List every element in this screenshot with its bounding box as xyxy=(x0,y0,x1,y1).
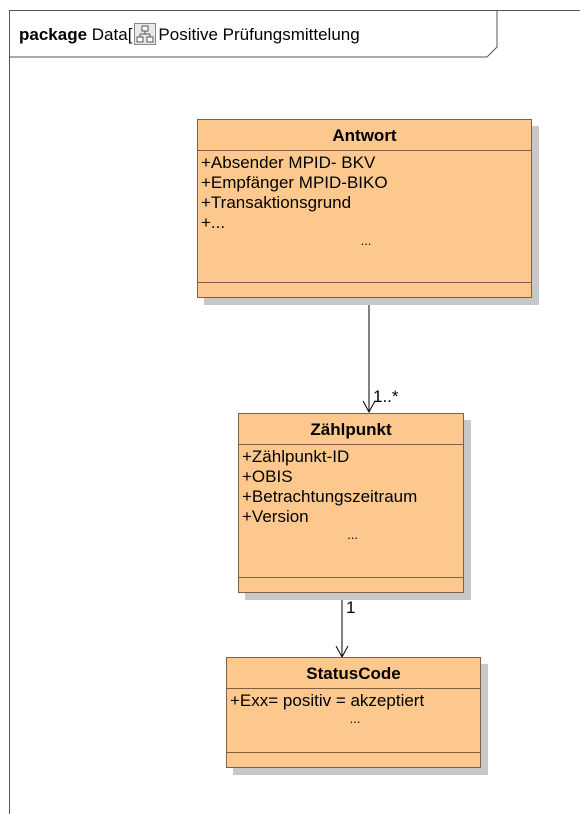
attribute: +Absender MPID- BKV xyxy=(201,153,376,172)
package-title: package Data[ Positive Prüfungsmittelung xyxy=(19,23,360,45)
class-zaehlpunkt[interactable]: Zählpunkt +Zählpunkt-ID +OBIS +Betrachtu… xyxy=(238,413,464,593)
attribute: +Empfänger MPID-BIKO xyxy=(201,173,388,192)
operation-compartment xyxy=(198,282,531,297)
attribute: +Transaktionsgrund xyxy=(201,193,352,212)
attribute-compartment: +Exx= positiv = akzeptiert ... xyxy=(227,689,480,727)
class-statuscode[interactable]: StatusCode +Exx= positiv = akzeptiert ..… xyxy=(226,657,481,768)
package-frame-top-border xyxy=(9,10,580,11)
class-name: StatusCode xyxy=(227,658,480,689)
package-name: Positive Prüfungsmittelung xyxy=(158,25,360,44)
class-diagram-icon xyxy=(134,23,157,45)
attribute: +Exx= positiv = akzeptiert xyxy=(230,691,425,710)
attribute-compartment: +Zählpunkt-ID +OBIS +Betrachtungszeitrau… xyxy=(239,445,463,543)
operation-compartment xyxy=(227,752,480,767)
more-attributes-ellipsis: ... xyxy=(347,527,358,542)
association-antwort-zaehlpunkt xyxy=(362,297,376,414)
class-antwort[interactable]: Antwort +Absender MPID- BKV +Empfänger M… xyxy=(197,119,532,298)
attribute: +Version xyxy=(242,507,309,526)
package-tab-outline xyxy=(9,10,498,58)
attribute: +Betrachtungszeitraum xyxy=(242,487,418,506)
package-frame-left-border xyxy=(9,10,10,814)
attribute-compartment: +Absender MPID- BKV +Empfänger MPID-BIKO… xyxy=(198,151,531,249)
package-name-prefix: Data[ xyxy=(91,25,133,44)
multiplicity-label: 1 xyxy=(346,598,356,617)
attribute: +OBIS xyxy=(242,467,293,486)
more-attributes-ellipsis: ... xyxy=(349,711,361,726)
class-name: Antwort xyxy=(198,120,531,151)
attribute: +Zählpunkt-ID xyxy=(242,447,350,466)
package-keyword: package xyxy=(19,25,88,44)
operation-compartment xyxy=(239,577,463,592)
attribute: +... xyxy=(201,213,226,232)
multiplicity-label: 1..* xyxy=(373,387,399,406)
more-attributes-ellipsis: ... xyxy=(360,233,372,248)
class-name: Zählpunkt xyxy=(239,414,463,445)
